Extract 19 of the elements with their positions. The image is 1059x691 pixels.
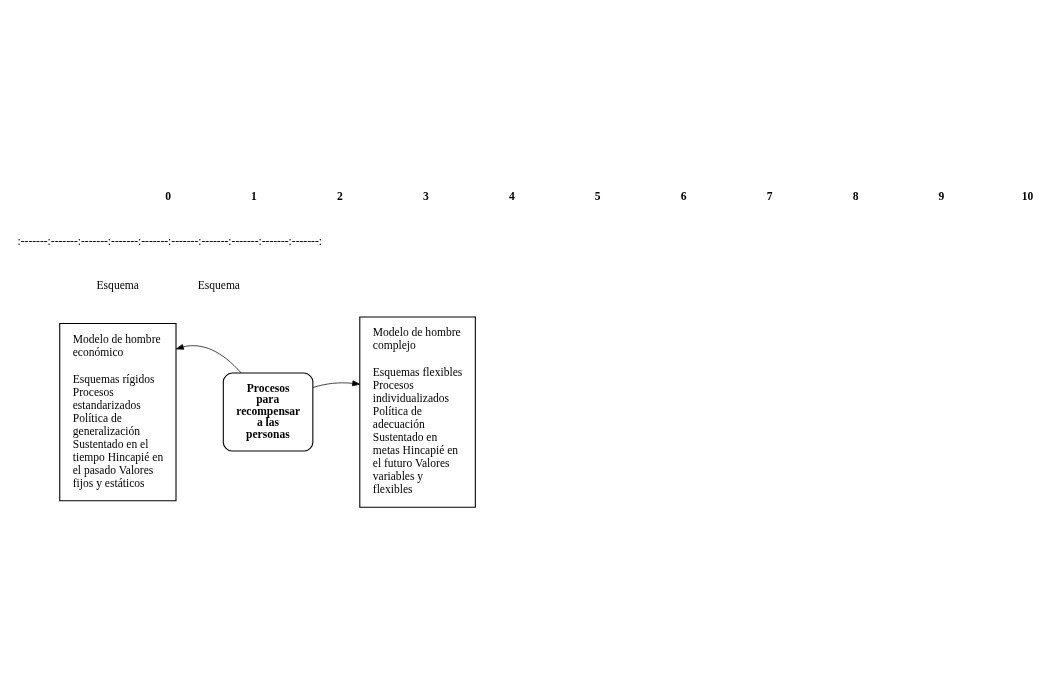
label: 7 [766,189,773,202]
label: 0 [165,189,171,202]
label: 8 [852,189,859,202]
label: Esquema [96,278,139,291]
label: 2 [337,189,343,202]
label: 3 [422,189,429,202]
arrow [312,379,361,388]
label: :-------:-------:-------:-------:-------:-------:-------:-------:-------:-------: [17,234,322,247]
label: 5 [594,189,601,202]
label: 4 [508,189,515,202]
node-box: Modelo de hombre económico Esquemas rígidos Procesos estandarizados Política de generalización Sustentado en el tiempo Hincapié en el pasado Valores fijos y estáticos [59,322,177,501]
label: 6 [680,189,687,202]
node-box: Procesos para recompensar a las personas [222,372,314,452]
label: 9 [938,189,945,202]
label: 10 [1021,189,1034,202]
node-box: Modelo de hombre complejo Esquemas flexibles Procesos individualizados Política de adecuación Sustentado en metas Hincapié en el futuro Valores variables y flexibles [359,315,476,508]
arrow [175,343,242,373]
label: Esquema [197,278,240,291]
label: 1 [251,189,257,202]
